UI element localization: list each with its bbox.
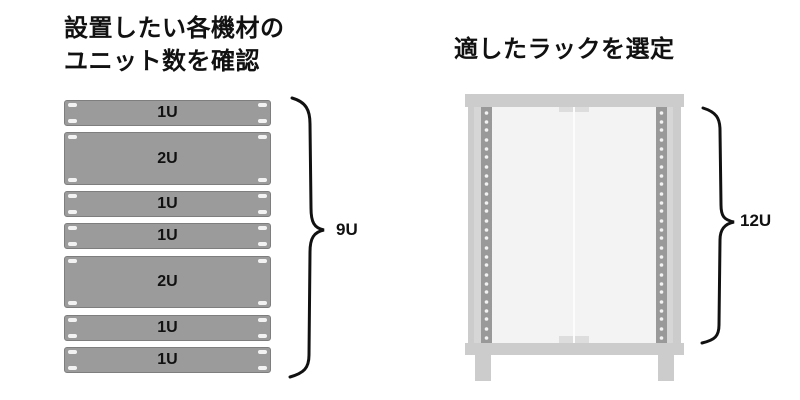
mount-hole-icon <box>68 350 77 354</box>
mount-hole-icon <box>258 194 267 198</box>
equipment-panel-1u: 1U <box>64 100 271 126</box>
panel-label: 1U <box>157 351 178 368</box>
mount-hole-icon <box>258 226 267 230</box>
panel-label: 1U <box>157 104 178 121</box>
rack-rail-left <box>481 106 492 343</box>
mount-hole-icon <box>258 242 267 246</box>
mount-hole-icon <box>258 350 267 354</box>
rack-leg <box>475 354 491 381</box>
mount-hole-icon <box>68 318 77 322</box>
equipment-panel-1u: 1U <box>64 315 271 341</box>
panel-label: 1U <box>157 319 178 336</box>
mount-hole-icon <box>68 119 77 123</box>
rack-base <box>465 343 684 355</box>
panel-label: 1U <box>157 195 178 212</box>
mount-hole-icon <box>68 103 77 107</box>
mount-hole-icon <box>258 178 267 182</box>
total-units-label: 9U <box>336 220 358 239</box>
equipment-panel-1u: 1U <box>64 223 271 249</box>
rail-holes <box>484 111 664 340</box>
panel-label: 2U <box>157 273 178 290</box>
mount-hole-icon <box>68 259 77 263</box>
left-title: 設置したい各機材の ユニット数を確認 <box>64 12 285 78</box>
right-title: 適したラックを選定 <box>454 35 675 63</box>
rack-leg <box>658 354 674 381</box>
mount-hole-icon <box>258 366 267 370</box>
panel-label: 1U <box>157 227 178 244</box>
rack-glass-door <box>492 106 658 343</box>
mount-hole-icon <box>68 210 77 214</box>
rack-top <box>465 94 684 107</box>
right-brace-icon <box>700 106 735 345</box>
equipment-panel-1u: 1U <box>64 191 271 217</box>
mount-hole-icon <box>258 318 267 322</box>
panel-label: 2U <box>157 149 178 167</box>
mount-hole-icon <box>258 334 267 338</box>
mount-hole-icon <box>68 135 77 139</box>
equipment-panel-2u: 2U <box>64 132 271 185</box>
mount-hole-icon <box>68 334 77 338</box>
left-title-line2: ユニット数を確認 <box>64 47 260 75</box>
mount-hole-icon <box>68 242 77 246</box>
mount-hole-icon <box>258 103 267 107</box>
rack-units-label: 12U <box>740 211 772 230</box>
mount-hole-icon <box>258 210 267 214</box>
mount-hole-icon <box>68 226 77 230</box>
mount-hole-icon <box>258 301 267 305</box>
rack-graphic <box>465 94 684 381</box>
mount-hole-icon <box>258 135 267 139</box>
mount-hole-icon <box>258 259 267 263</box>
mount-hole-icon <box>68 194 77 198</box>
mount-hole-icon <box>68 366 77 370</box>
equipment-panel-2u: 2U <box>64 256 271 308</box>
left-title-line1: 設置したい各機材の <box>64 14 285 42</box>
mount-hole-icon <box>68 301 77 305</box>
mount-hole-icon <box>258 119 267 123</box>
equipment-panel-1u: 1U <box>64 347 271 373</box>
left-brace-icon <box>288 96 325 379</box>
rack-rail-right <box>656 106 667 343</box>
mount-hole-icon <box>68 178 77 182</box>
